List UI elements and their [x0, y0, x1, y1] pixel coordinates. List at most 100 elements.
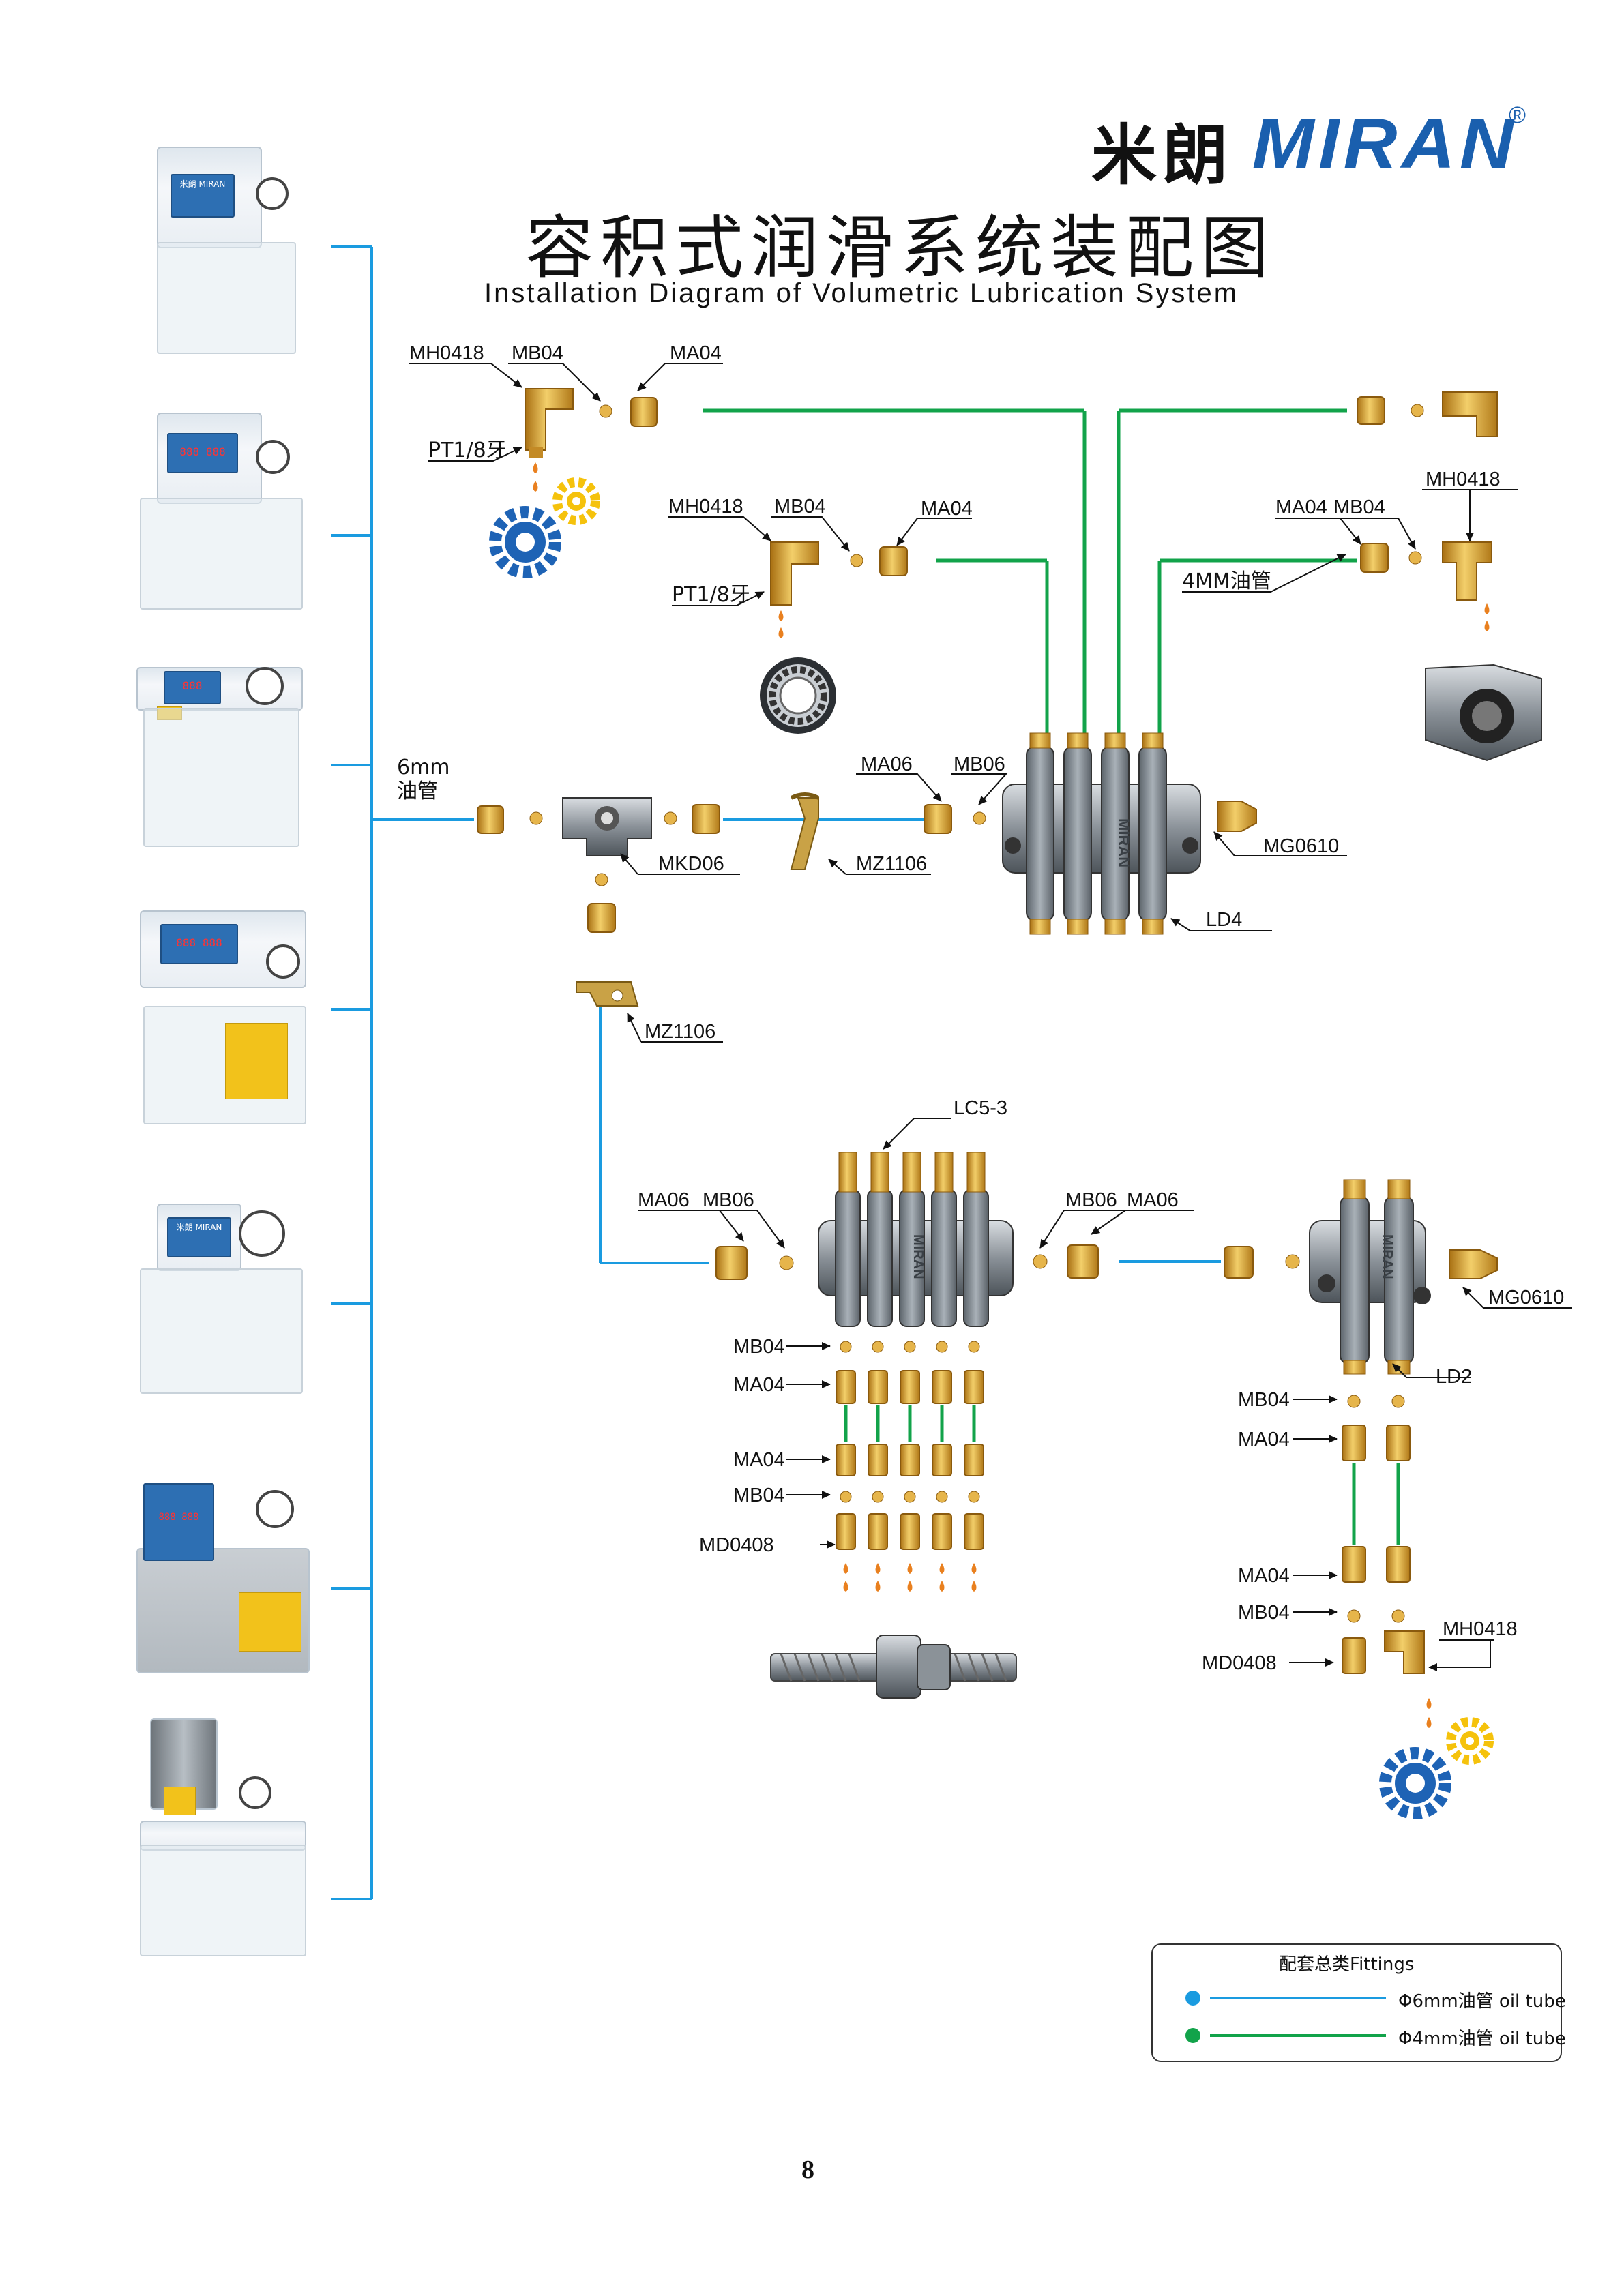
ld2-outlet-fittings	[1342, 1395, 1432, 1728]
label-mb04-ld2-a: MB04	[1238, 1389, 1290, 1411]
label-ma06-lc-right: MA06	[1127, 1189, 1179, 1211]
legend-dot-4mm	[1185, 2028, 1200, 2043]
label-pt18-middle: PT1/8牙	[672, 583, 750, 607]
label-ld2: LD2	[1436, 1366, 1472, 1388]
pump-unit-6: 888 888	[136, 1470, 310, 1673]
label-ld4: LD4	[1206, 909, 1242, 931]
elbow-fitting-middle	[770, 541, 819, 606]
label-mh0418-ld2: MH0418	[1443, 1618, 1518, 1640]
seal-ball-top-right	[1411, 404, 1424, 417]
pump-panel-text: 888	[182, 679, 203, 692]
pump-unit-1: 米朗 MIRAN	[136, 147, 307, 361]
oil-drops-middle	[778, 610, 784, 638]
pump-unit-7	[136, 1718, 307, 1957]
page-title-cn: 容积式润滑系统装配图	[525, 208, 1275, 288]
label-mb04-middle: MB04	[774, 496, 826, 518]
pump-panel-text: 888 888	[158, 1512, 199, 1523]
seal-ball-ld4-inlet	[973, 811, 986, 825]
elbow-fitting-right-middle	[1442, 541, 1492, 601]
pump-panel-text: 888 888	[179, 445, 226, 458]
seal-ball-lc-left	[779, 1255, 794, 1270]
label-mkd06: MKD06	[658, 853, 724, 875]
label-ma04-right: MA04	[1275, 496, 1327, 518]
label-ma04-lc-a: MA04	[733, 1374, 785, 1396]
label-mb04-right: MB04	[1333, 496, 1385, 518]
label-pt18-top-left: PT1/8牙	[428, 438, 507, 462]
oil-drops-top-left	[533, 462, 538, 492]
fitting-inlet-left	[477, 805, 504, 834]
label-6mm-tube-line2: 油管	[397, 779, 438, 803]
page-number: 8	[801, 2156, 814, 2184]
legend-dot-6mm	[1185, 1991, 1200, 2006]
elbow-fitting-top-left	[525, 388, 574, 458]
fitting-ld4-inlet	[924, 804, 952, 834]
brand-name-cn: 米朗	[1091, 117, 1233, 194]
pump-unit-3: 888	[136, 667, 307, 851]
pump-unit-4: 888 888	[136, 910, 307, 1129]
label-ma04-ld2-a: MA04	[1238, 1429, 1290, 1450]
distributor-ld4	[1002, 732, 1201, 935]
legend-row-6mm: Φ6mm油管 oil tube	[1185, 1984, 1566, 2012]
nut-middle	[879, 546, 908, 576]
seal-ball-tee-right	[664, 811, 677, 825]
legend-line-4mm	[1210, 2034, 1386, 2037]
tube-clamp-mz1106-a	[790, 792, 820, 870]
seal-ball-right-middle	[1408, 551, 1422, 565]
label-mg0610-ld2: MG0610	[1488, 1287, 1564, 1309]
label-mb04-top-left: MB04	[512, 342, 563, 364]
leader-lines	[409, 363, 1572, 1667]
legend-label-4mm: Φ4mm油管 oil tube	[1398, 2029, 1566, 2049]
bearing-icon	[760, 657, 836, 734]
label-md0408-lc: MD0408	[699, 1534, 774, 1556]
label-6mm-tube-line1: 6mm	[397, 756, 450, 779]
brand-logo: MIRAN	[1252, 104, 1518, 183]
nut-top-left	[630, 397, 658, 427]
tee-block-mkd06	[562, 797, 652, 856]
branch-4mm-tubes	[703, 408, 1400, 1545]
label-lc5-3: LC5-3	[954, 1097, 1007, 1119]
label-mz1106-a: MZ1106	[856, 853, 927, 875]
label-mh0418-right: MH0418	[1426, 468, 1501, 490]
seal-ball-top-left	[599, 404, 612, 418]
label-mb06-lc-right: MB06	[1065, 1189, 1117, 1211]
gears-icon	[489, 477, 600, 578]
nut-top-right	[1357, 396, 1385, 425]
distributor-lc5-3	[818, 1152, 1014, 1327]
seal-ball-tee-bottom	[595, 873, 608, 886]
legend-title: 配套总类Fittings	[1279, 1954, 1415, 1975]
pump-panel-text: 米朗 MIRAN	[179, 179, 226, 189]
ball-screw-icon	[770, 1635, 1017, 1699]
page-title-en: Installation Diagram of Volumetric Lubri…	[484, 278, 1239, 308]
seal-ball-ld2-inlet	[1285, 1254, 1300, 1269]
seal-ball-middle	[850, 554, 863, 567]
label-mz1106-b: MZ1106	[645, 1021, 715, 1043]
label-mg0610-ld4: MG0610	[1263, 835, 1339, 857]
label-mh0418-middle: MH0418	[668, 496, 743, 518]
label-md0408-ld2: MD0408	[1202, 1652, 1277, 1674]
label-ma06-lc-left: MA06	[638, 1189, 690, 1211]
elbow-fitting-top-right	[1442, 391, 1498, 437]
seal-ball-lc-right	[1033, 1254, 1048, 1269]
label-ma04-top-left: MA04	[670, 342, 722, 364]
fitting-tee-right	[692, 804, 720, 834]
label-ma04-ld2-b: MA04	[1238, 1565, 1290, 1587]
legend-label-6mm: Φ6mm油管 oil tube	[1398, 1991, 1566, 2012]
fitting-tee-bottom	[587, 903, 616, 933]
label-4mm-tube: 4MM油管	[1182, 569, 1271, 593]
label-mb04-lc-b: MB04	[733, 1485, 785, 1506]
tube-clamp-mz1106-b	[576, 981, 639, 1007]
fitting-lc-left-nut	[715, 1246, 748, 1280]
label-ma04-lc-b: MA04	[733, 1449, 785, 1471]
ld4-brand-mark: MIRAN	[1115, 818, 1132, 867]
fitting-ld2-inlet	[1224, 1246, 1254, 1279]
nut-right-middle	[1360, 543, 1389, 573]
pump-unit-5: 米朗 MIRAN	[136, 1204, 307, 1401]
registered-mark: ®	[1509, 102, 1526, 128]
linear-bearing-block-icon	[1425, 664, 1542, 762]
lc53-outlet-fittings	[836, 1341, 984, 1592]
label-ma06-ld4: MA06	[861, 754, 913, 775]
label-mb06-lc-left: MB06	[703, 1189, 754, 1211]
label-mb04-ld2-b: MB04	[1238, 1602, 1290, 1624]
seal-ball-inlet	[529, 811, 543, 825]
fittings-legend: 配套总类Fittings Φ6mm油管 oil tube Φ4mm油管 oil …	[1151, 1943, 1566, 2062]
